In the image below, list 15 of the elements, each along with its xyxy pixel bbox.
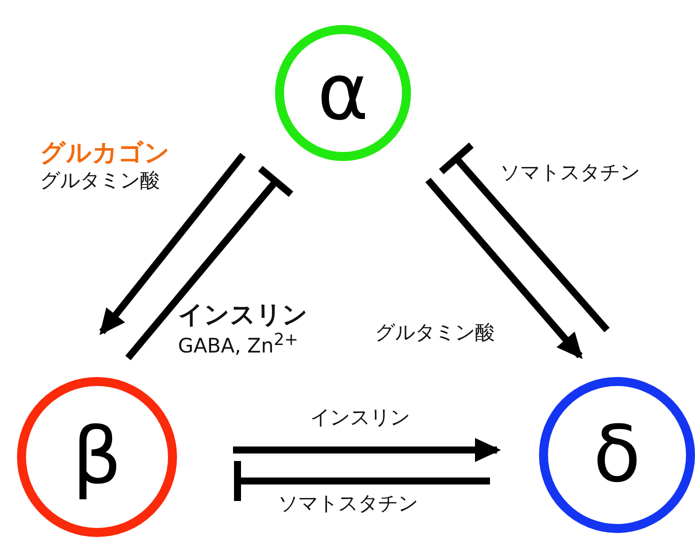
cell-circle: δ <box>539 377 695 533</box>
edge-label: インスリンGABA, Zn$^{2+}$ <box>178 300 308 358</box>
cell-circle: α <box>275 25 411 161</box>
arrow <box>425 178 583 360</box>
cell-circle: β <box>17 377 177 537</box>
edge-label: グルタミン酸 <box>375 320 495 344</box>
edge-label: ソマトスタチン <box>278 491 418 515</box>
edge-label: インスリン <box>310 405 410 429</box>
inhibition-line <box>125 166 294 360</box>
edge-label: グルカゴングルタミン酸 <box>40 138 170 192</box>
arrow <box>233 438 501 462</box>
arrow <box>99 152 246 336</box>
edge-label: ソマトスタチン <box>500 160 640 184</box>
inhibition-line <box>234 461 490 501</box>
inhibition-line <box>439 142 610 332</box>
